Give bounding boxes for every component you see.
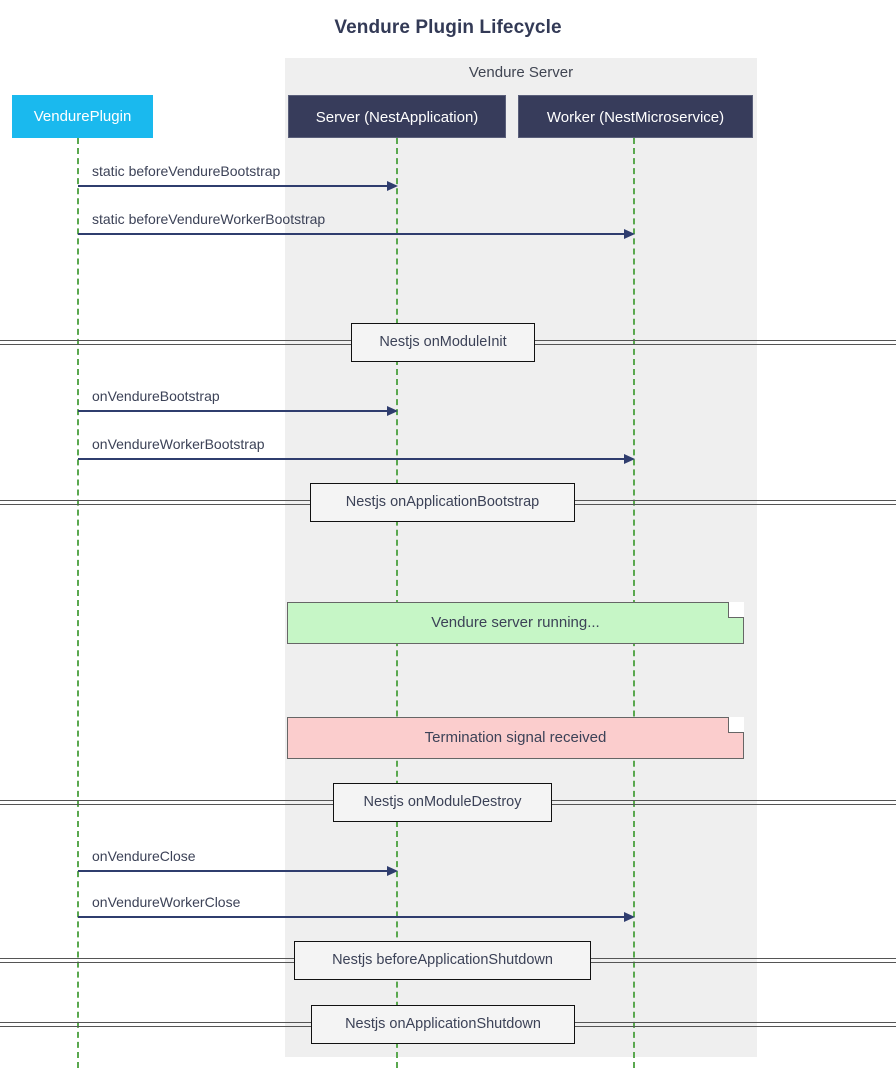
divider-label-box: Nestjs beforeApplicationShutdown (294, 941, 591, 980)
note-red: Termination signal received (287, 717, 744, 759)
message-line (78, 870, 389, 872)
participant-plugin[interactable]: VendurePlugin (12, 95, 153, 138)
note-fold-corner-icon (728, 717, 744, 733)
note-fold-corner-icon (728, 602, 744, 618)
note-label: Termination signal received (424, 729, 607, 746)
arrow-head-icon (624, 454, 635, 464)
arrow-head-icon (624, 229, 635, 239)
message-line (78, 185, 389, 187)
message-label: static beforeVendureBootstrap (92, 163, 281, 179)
participant-server[interactable]: Server (NestApplication) (288, 95, 506, 138)
divider-label-box: Nestjs onModuleInit (351, 323, 535, 362)
message-line (78, 410, 389, 412)
group-background-vendure-server (285, 58, 757, 1057)
divider-label-box: Nestjs onModuleDestroy (333, 783, 552, 822)
message-line (78, 916, 626, 918)
note-label: Vendure server running... (431, 614, 600, 631)
message-label: static beforeVendureWorkerBootstrap (92, 211, 326, 227)
divider-label-box: Nestjs onApplicationBootstrap (310, 483, 575, 522)
note-green: Vendure server running... (287, 602, 744, 644)
message-label: onVendureWorkerClose (92, 894, 241, 910)
message-label: onVendureWorkerBootstrap (92, 436, 265, 452)
arrow-head-icon (387, 406, 398, 416)
arrow-head-icon (624, 912, 635, 922)
message-line (78, 233, 626, 235)
arrow-head-icon (387, 181, 398, 191)
message-label: onVendureBootstrap (92, 388, 220, 404)
group-label-vendure-server: Vendure Server (468, 64, 574, 81)
message-line (78, 458, 626, 460)
participant-worker[interactable]: Worker (NestMicroservice) (518, 95, 753, 138)
arrow-head-icon (387, 866, 398, 876)
lifeline-plugin (77, 138, 79, 1068)
divider-label-box: Nestjs onApplicationShutdown (311, 1005, 575, 1044)
message-label: onVendureClose (92, 848, 196, 864)
page-title: Vendure Plugin Lifecycle (334, 17, 562, 38)
